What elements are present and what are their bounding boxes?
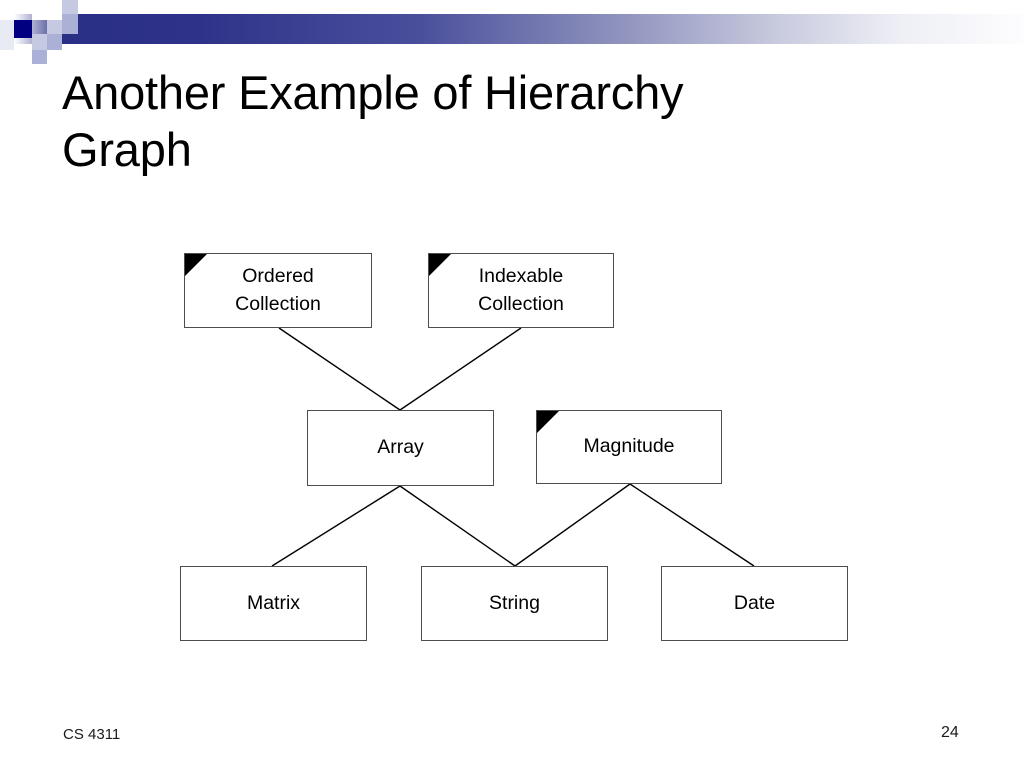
page-title-line-2: Graph (62, 123, 192, 177)
diagram-node-label-magnitude: Magnitude (583, 435, 675, 458)
square-light-2 (62, 0, 78, 14)
diagram-node-label-ordered-collection: Ordered Collection (235, 264, 321, 315)
diagram-edge-indexable-collection-to-array (399, 327, 522, 411)
square-mid-4 (32, 50, 47, 64)
diagram-node-array[interactable]: Array (307, 410, 494, 486)
diagram-edge-array-to-string (399, 485, 516, 567)
page-title: Another Example of Hierarchy Graph (62, 64, 892, 179)
square-pale-1 (0, 20, 14, 50)
diagram-node-label-string: String (489, 591, 540, 614)
diagram-node-indexable-collection[interactable]: Indexable Collection (428, 253, 614, 328)
diagram-node-magnitude[interactable]: Magnitude (536, 410, 722, 484)
diagram-node-label-array: Array (377, 436, 424, 459)
diagram-node-label-date: Date (733, 591, 776, 614)
square-mid-3 (47, 34, 62, 50)
square-pale-2 (32, 0, 62, 20)
footer-course-label: CS 4311 (63, 726, 121, 743)
square-mid-1 (62, 14, 78, 34)
diagram-node-label-indexable-collection: Indexable Collection (478, 264, 564, 315)
page-title-line-1: Another Example of Hierarchy (62, 66, 684, 119)
footer-page-number: 24 (941, 724, 959, 741)
diagram-edge-array-to-matrix (271, 485, 401, 567)
diagram-node-label-matrix: Matrix (246, 591, 301, 614)
diagram-edge-magnitude-to-string (514, 483, 631, 567)
diagram-edge-magnitude-to-date (629, 483, 755, 567)
diagram-edge-ordered-collection-to-array (278, 327, 401, 411)
square-mid-2 (32, 34, 47, 50)
square-dark-navy (14, 20, 32, 38)
header-decoration (0, 0, 1024, 64)
header-gradient-bar (0, 14, 1024, 44)
diagram-node-string[interactable]: String (421, 566, 608, 641)
diagram-node-date[interactable]: Date (661, 566, 848, 641)
diagram-node-ordered-collection[interactable]: Ordered Collection (184, 253, 372, 328)
square-light-1 (47, 20, 62, 34)
diagram-node-matrix[interactable]: Matrix (180, 566, 367, 641)
